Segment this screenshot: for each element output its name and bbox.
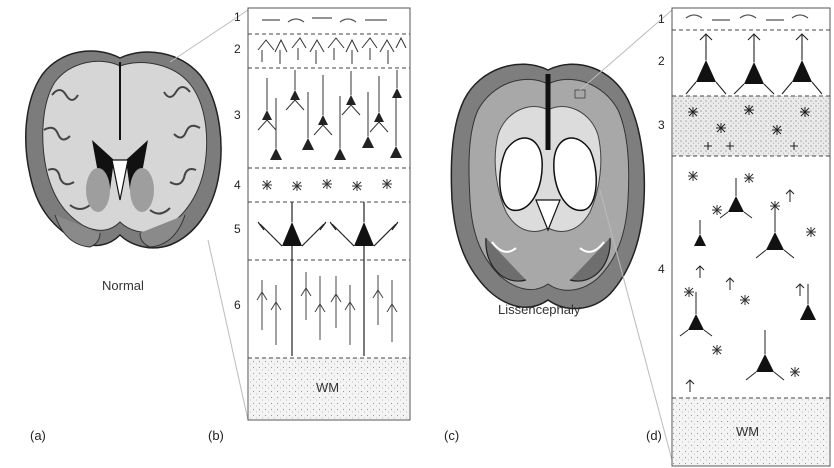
panel-b-layer-6: 6 — [234, 298, 241, 312]
lissencephaly-cortex-column — [672, 8, 830, 466]
normal-brain-illustration — [26, 51, 221, 248]
panel-b-layer-5: 5 — [234, 222, 241, 236]
zoom-connector-bottom — [208, 240, 248, 420]
panel-a-letter: (a) — [30, 428, 46, 443]
panel-b-layer-2: 2 — [234, 42, 241, 56]
panel-d-layer-3: 3 — [658, 118, 665, 132]
panel-d-letter: (d) — [646, 428, 662, 443]
normal-cortex-column — [248, 8, 410, 420]
panel-b-layer-4: 4 — [234, 178, 241, 192]
panel-b-letter: (b) — [208, 428, 224, 443]
panel-b-wm-label: WM — [316, 380, 339, 395]
panel-c-letter: (c) — [444, 428, 459, 443]
panel-a-caption: Normal — [102, 278, 144, 293]
panel-c-caption: Lissencephaly — [498, 302, 580, 317]
panel-d-layer-4: 4 — [658, 262, 665, 276]
panel-b-layer-1: 1 — [234, 10, 241, 24]
panel-d-wm-label: WM — [736, 424, 759, 439]
lissencephaly-brain-illustration — [451, 64, 644, 308]
panel-b-layer-3: 3 — [234, 108, 241, 122]
panel-d-layer-2: 2 — [658, 54, 665, 68]
panel-d-layer-1: 1 — [658, 12, 665, 26]
